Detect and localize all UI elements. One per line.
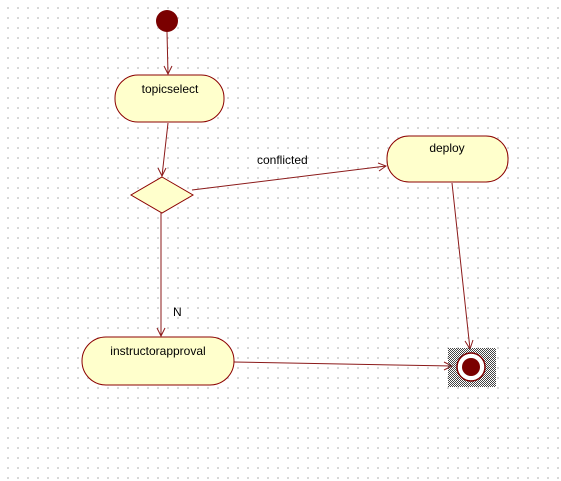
action-topicselect[interactable]: topicselect [114, 74, 225, 123]
edge-instructorapproval-to-final [233, 361, 454, 371]
initial-node[interactable] [156, 10, 178, 32]
edge-decision-to-instructorapproval [156, 213, 166, 338]
edge-topicselect-to-decision [157, 122, 169, 178]
action-instructorapproval-label: instructorapproval [110, 344, 205, 358]
edges [156, 31, 474, 371]
action-instructorapproval-box[interactable] [81, 336, 235, 386]
edge-label-n: N [173, 305, 182, 319]
action-instructorapproval[interactable]: instructorapproval [81, 336, 235, 386]
edge-decision-to-deploy [191, 162, 388, 191]
edge-deploy-to-final [451, 182, 474, 351]
final-node-core [462, 358, 480, 376]
final-node[interactable] [448, 348, 496, 387]
action-deploy-box[interactable] [386, 135, 509, 183]
edge-start-to-topicselect [163, 31, 173, 76]
edge-label-conflicted: conflicted [257, 153, 308, 167]
action-topicselect-box[interactable] [114, 74, 225, 123]
action-deploy[interactable]: deploy [386, 135, 509, 183]
action-topicselect-label: topicselect [142, 82, 199, 96]
decision-node[interactable] [130, 176, 194, 214]
action-deploy-label: deploy [429, 141, 464, 155]
